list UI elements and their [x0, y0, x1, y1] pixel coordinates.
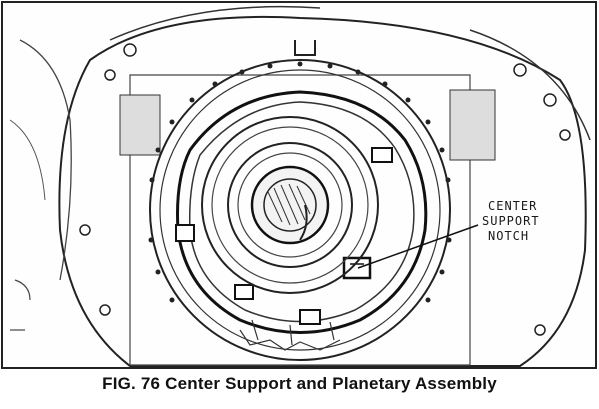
- planetary-carrier: [201, 116, 379, 294]
- center-support-notch: [342, 256, 372, 280]
- figure-caption: FIG. 76 Center Support and Planetary Ass…: [102, 374, 497, 393]
- housing-outline: [58, 15, 587, 367]
- outer-ring: [149, 59, 451, 361]
- ring-teeth: [148, 61, 452, 303]
- callout-line-2: SUPPORT: [482, 214, 540, 228]
- hub-spline-shading: [267, 183, 311, 226]
- callout-line-1: CENTER: [488, 199, 538, 213]
- callout-leader: [357, 224, 479, 269]
- lower-gear-detail: [239, 319, 341, 351]
- callout-line-3: NOTCH: [488, 229, 530, 243]
- center-support-ring: [176, 90, 428, 334]
- support-lugs: [175, 147, 393, 325]
- top-tab: [294, 40, 316, 56]
- sun-gear-housing: [227, 142, 353, 268]
- housing-bolts: [79, 43, 571, 336]
